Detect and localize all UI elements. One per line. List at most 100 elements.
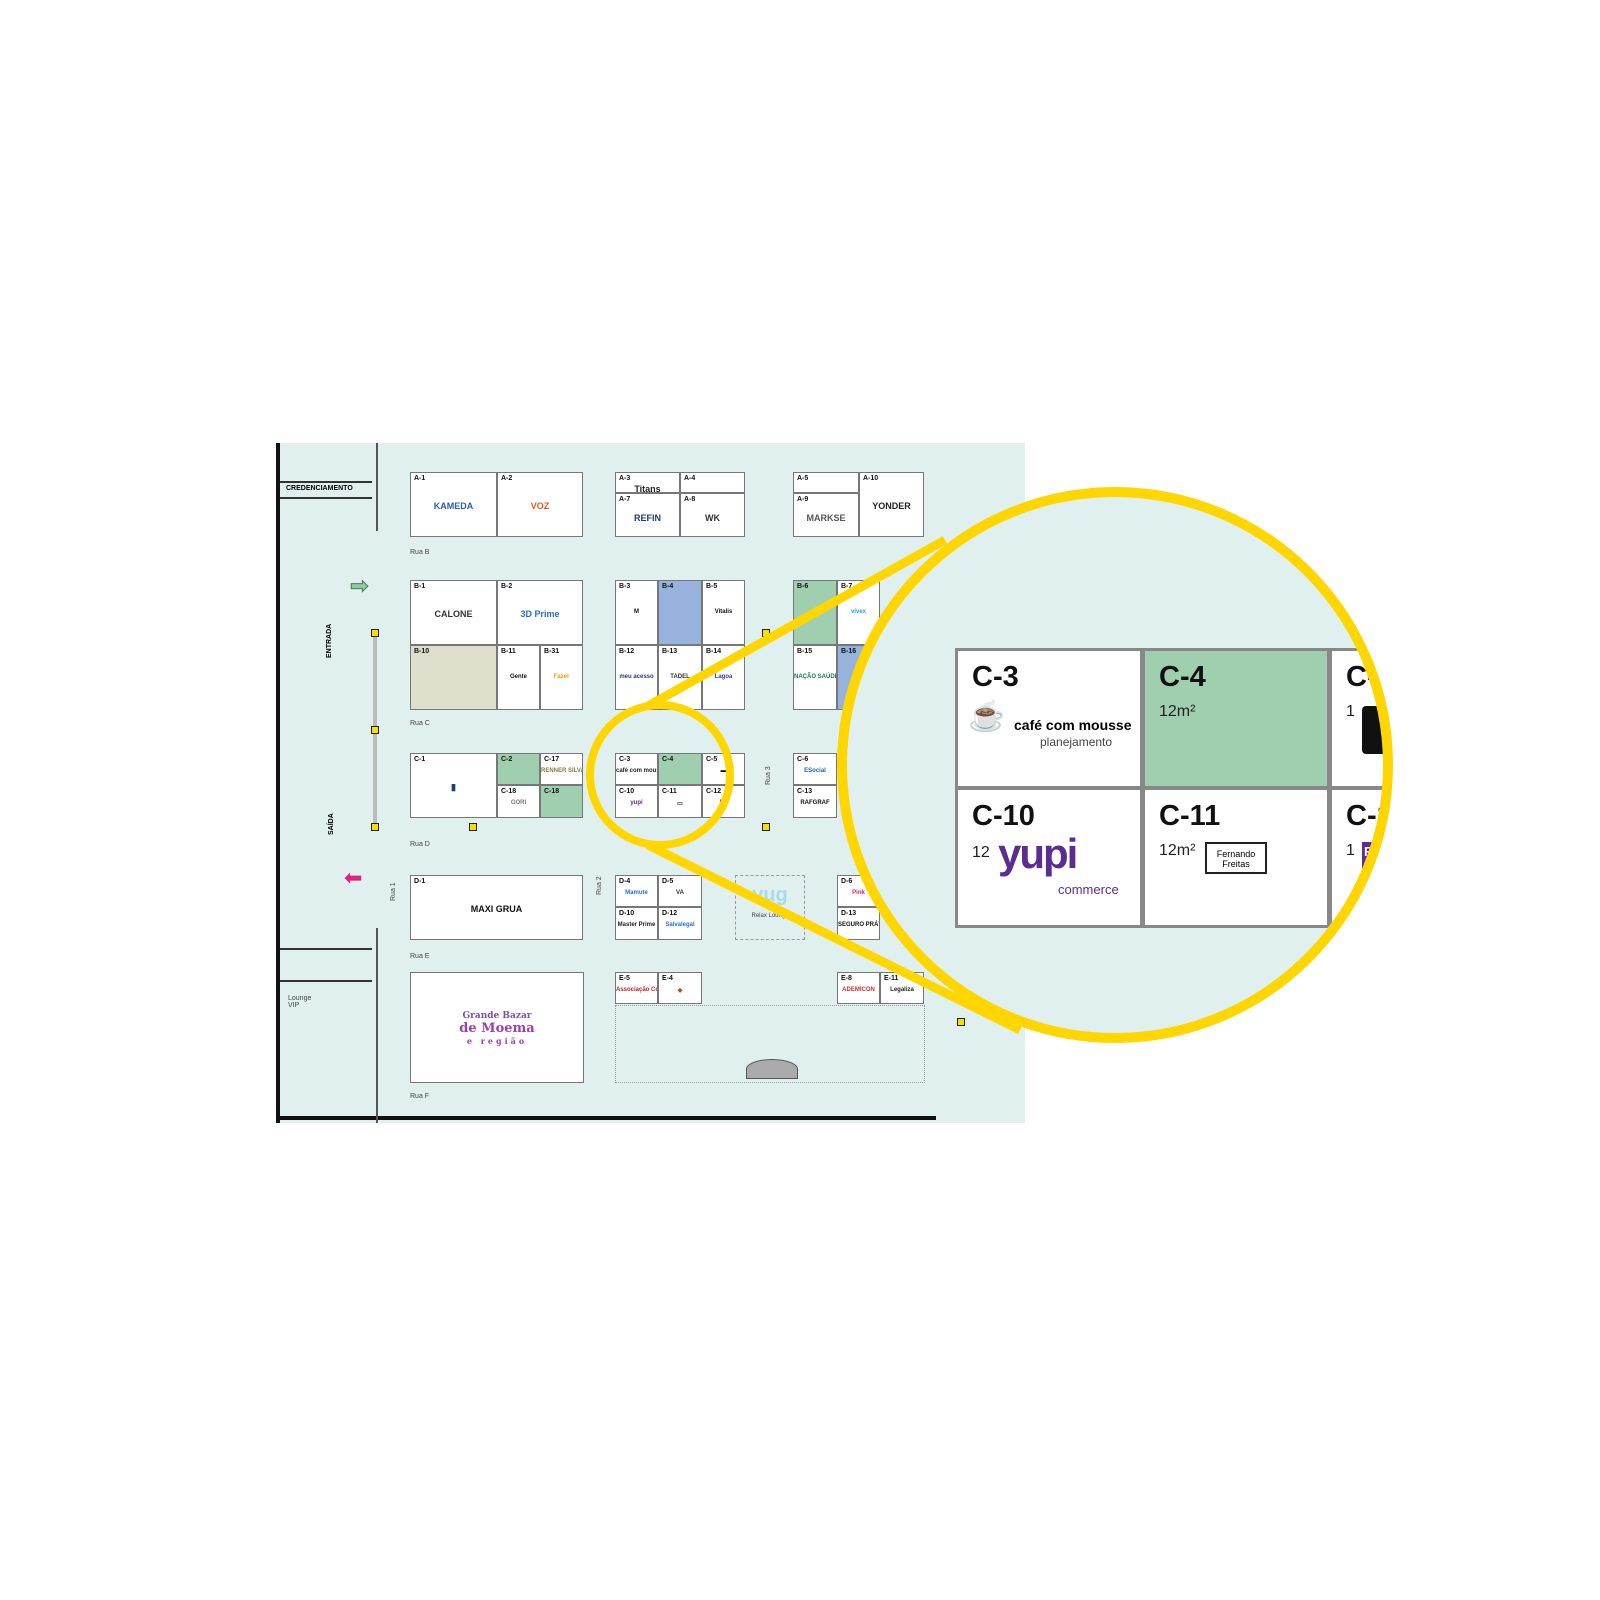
booth-logo: yupi (630, 799, 643, 806)
booth-size: 1 (1346, 842, 1355, 859)
booth-c-1[interactable]: C-1 ▮ (410, 753, 497, 818)
booth-logo: YONDER (872, 501, 911, 512)
booth-c-3-zoomed[interactable]: C-3 ☕ café com mousse planejamento (955, 648, 1143, 789)
booth-c-10[interactable]: C-10 yupi (615, 785, 658, 818)
booth-c-11-zoomed[interactable]: C-11 12m² Fernando Freitas (1142, 787, 1330, 928)
booth-c-10-zoomed[interactable]: C-10 12 yupi commerce (955, 787, 1143, 928)
booth-id: C-5 (706, 756, 718, 763)
booth-id: B-4 (662, 583, 674, 590)
booth-id: A-9 (797, 496, 809, 503)
booth-id: B-5 (706, 583, 718, 590)
booth-logo: café com mousse (616, 767, 657, 774)
brand-name: café com mousse (1014, 717, 1132, 733)
booth-c-4[interactable]: C-4 (658, 753, 702, 785)
booth-logo: Legaliza (890, 986, 914, 993)
booth-logo: ▬ (720, 767, 727, 774)
booth-logo: ▮ (451, 782, 456, 793)
booth-id: B-12 (619, 648, 635, 655)
bazar-area[interactable]: Grande Bazar de Moema e região (410, 972, 584, 1083)
booth-c-5-zoomed[interactable]: C-5 1 (1329, 648, 1383, 789)
booth-logo: Titans (634, 484, 661, 493)
booth-id: A-4 (684, 475, 696, 482)
booth-b-10[interactable]: B-10 (410, 645, 497, 710)
booth-logo: SEGURO PRÁTICO (838, 921, 879, 928)
marker (469, 823, 477, 831)
booth-c-11[interactable]: C-11▭ (658, 785, 702, 818)
booth-logo: Gente (509, 674, 527, 681)
booth-id: B-2 (501, 583, 513, 590)
booth-logo: Salvalegal (665, 921, 695, 928)
booth-id: D-5 (662, 878, 674, 885)
booth-id: C-10 (619, 788, 635, 795)
booth-c-5[interactable]: C-5▬ (702, 753, 745, 785)
marker (371, 823, 379, 831)
booth-id: C-1 (414, 756, 426, 763)
booth-id: A-1 (414, 475, 426, 482)
booth-a-4[interactable]: A-4 (680, 472, 745, 493)
booth-c-12-zoomed[interactable]: C-12 1 RF (1329, 787, 1393, 928)
booth-id: E-4 (662, 975, 673, 982)
marker (371, 629, 379, 637)
lounge-corridor (280, 948, 372, 982)
street-label: Rua C (410, 720, 430, 727)
booth-c-18[interactable]: C-18 (540, 785, 583, 818)
coffee-cup-icon: ☕ (968, 700, 1006, 733)
booth-id: C-13 (797, 788, 813, 795)
wall-bottom (276, 1116, 936, 1120)
booth-id: E-5 (619, 975, 630, 982)
booth-logo: Fazer (553, 674, 570, 681)
booth-c-4-zoomed[interactable]: C-4 12m² (1142, 648, 1330, 789)
booth-id: B-1 (414, 583, 426, 590)
booth-id: C-12 (1346, 800, 1393, 832)
booth-id: D-13 (841, 910, 857, 917)
logo (1362, 706, 1383, 754)
booth-id: C-17 (544, 756, 560, 763)
booth-id: B-15 (797, 648, 813, 655)
booth-id: C-12 (706, 788, 722, 795)
street-label: Rua D (410, 841, 430, 848)
booth-id: A-5 (797, 475, 809, 482)
booth-logo: NAÇÃO SAÚDE (794, 674, 837, 681)
booth-a-5[interactable]: A-5 (793, 472, 859, 493)
booth-c-3[interactable]: C-3 café com mousse (615, 753, 658, 785)
booth-c-2[interactable]: C-2 (497, 753, 540, 785)
booth-logo: Associação Comercial (616, 986, 657, 993)
booth-b-4[interactable]: B-4 (658, 580, 702, 645)
booth-logo: ▭ (677, 800, 683, 807)
booth-id: C-3 (619, 756, 631, 763)
logo: RF (1362, 842, 1383, 880)
booth-e-4[interactable]: E-4◆ (658, 972, 702, 1004)
bazar-title-2: de Moema (459, 1021, 535, 1036)
booth-logo: RENNER SILVA (541, 767, 583, 774)
marker (371, 726, 379, 734)
booth-logo: MAXI GRUA (470, 904, 523, 915)
